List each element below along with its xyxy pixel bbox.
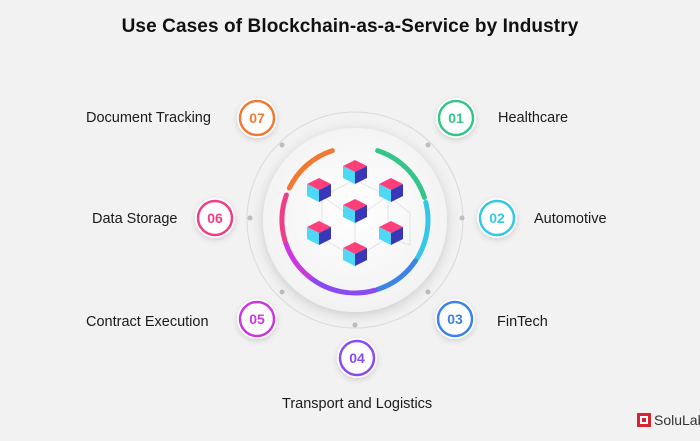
arc-segment-06 — [279, 192, 289, 243]
solulab-logo-icon — [637, 413, 651, 427]
badge-06: 06 — [195, 198, 235, 238]
badge-number: 04 — [349, 350, 365, 366]
badge-03: 03 — [435, 299, 475, 339]
badge-02: 02 — [477, 198, 517, 238]
brand-logo: SoluLab — [637, 412, 700, 428]
badge-01: 01 — [436, 98, 476, 138]
label-transport-logistics: Transport and Logistics — [282, 396, 433, 412]
connector-dots — [247, 142, 465, 328]
label-automotive: Automotive — [534, 211, 607, 227]
label-healthcare: Healthcare — [498, 110, 569, 126]
label-contract-execution: Contract Execution — [86, 314, 209, 330]
arc-segment-07 — [286, 148, 335, 191]
badge-number: 01 — [448, 110, 464, 126]
badge-04: 04 — [337, 338, 377, 378]
badge-05: 05 — [237, 299, 277, 339]
page-title: Use Cases of Blockchain-as-a-Service by … — [121, 16, 579, 37]
label-document-tracking: Document Tracking — [86, 110, 211, 126]
badge-number: 07 — [249, 110, 265, 126]
number-badges: 01 02 03 04 05 06 07 — [195, 98, 517, 378]
arc-segment-01 — [375, 148, 427, 200]
arc-segment-02 — [414, 199, 431, 262]
block-cube-icon — [343, 199, 367, 223]
block-cube-icon — [307, 221, 331, 245]
brand-name: SoluLab — [654, 412, 700, 428]
block-cube-icon — [307, 178, 331, 202]
block-cube-icon — [343, 242, 367, 266]
badge-number: 03 — [447, 311, 463, 327]
color-arcs — [279, 148, 431, 296]
label-fintech: FinTech — [497, 314, 548, 330]
block-cube-icon — [343, 160, 367, 184]
block-cube-icon — [379, 178, 403, 202]
block-cube-icon — [379, 221, 403, 245]
badge-07: 07 — [237, 98, 277, 138]
arc-segment-03 — [375, 258, 418, 292]
badge-number: 02 — [489, 210, 505, 226]
arc-segment-04 — [307, 275, 378, 296]
badge-number: 05 — [249, 311, 265, 327]
arc-segment-05 — [283, 240, 313, 280]
cube-cluster — [307, 160, 403, 266]
label-data-storage: Data Storage — [92, 211, 178, 227]
badge-number: 06 — [207, 210, 223, 226]
